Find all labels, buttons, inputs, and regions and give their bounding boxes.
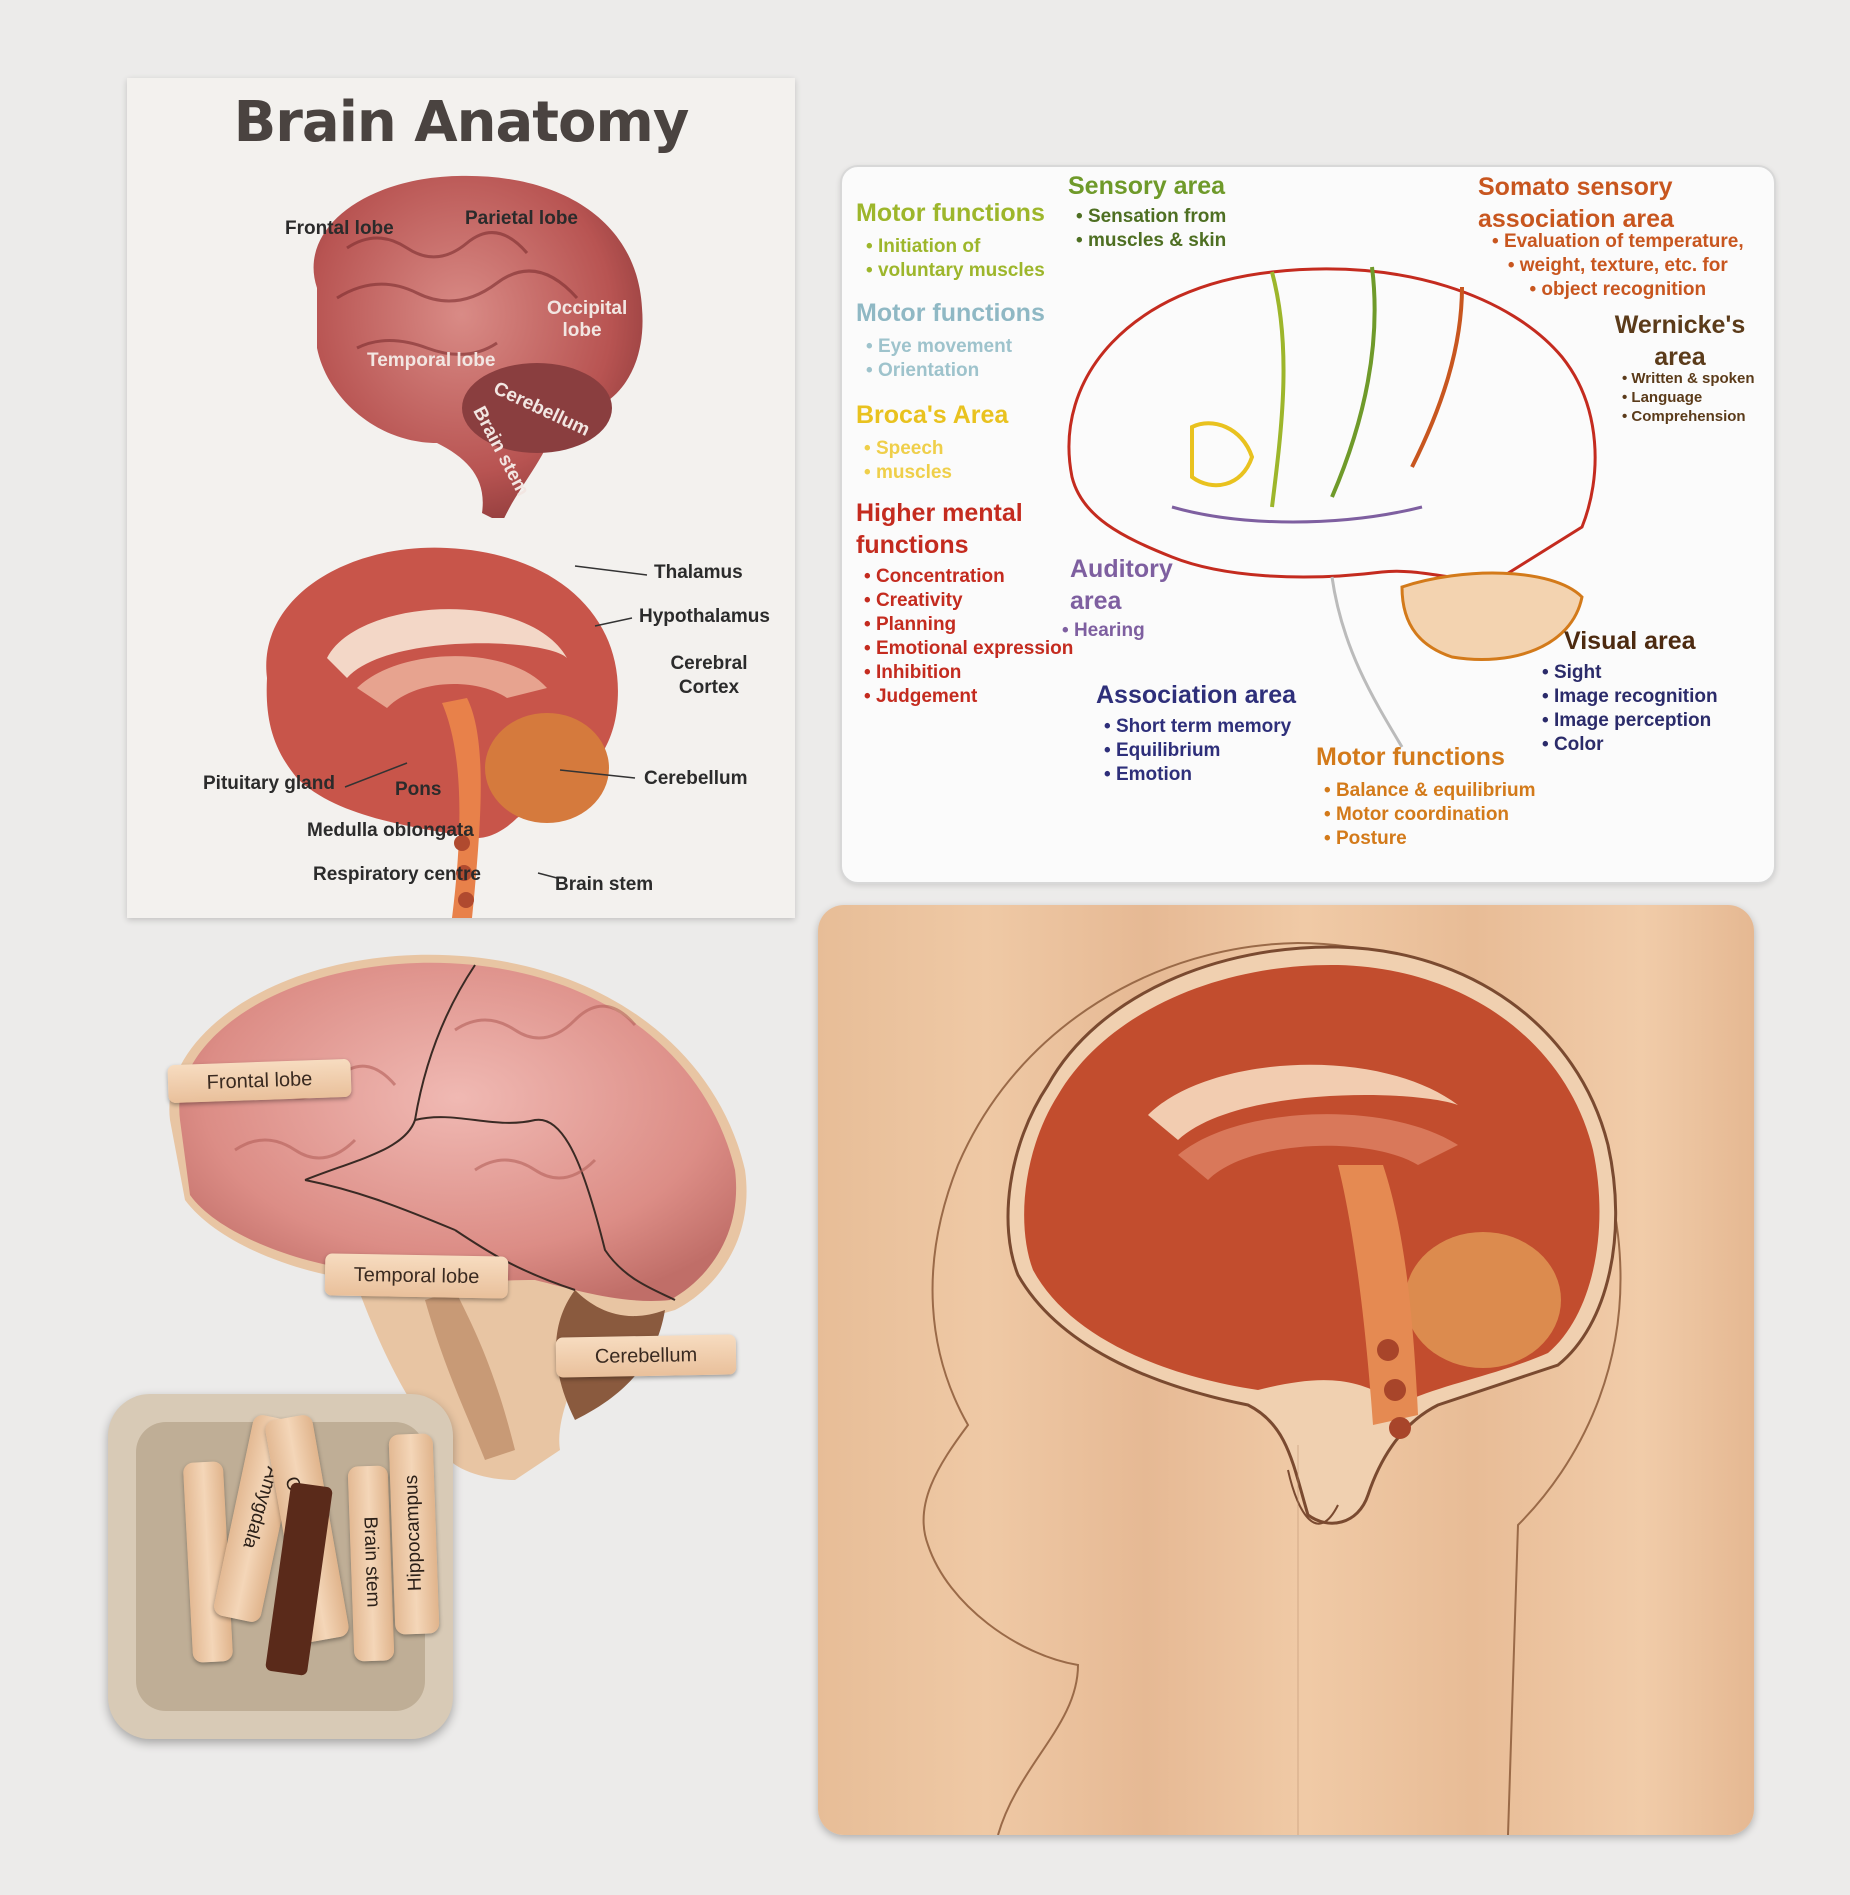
label-medulla-oblongata: Medulla oblongata — [307, 820, 474, 841]
visual-area-item: Image perception — [1542, 709, 1718, 733]
sensory-area-title: Sensory area — [1068, 172, 1226, 200]
higher-mental-functions-title: Higher mental functions — [856, 499, 1023, 559]
higher-mental-item: Emotional expression — [864, 637, 1073, 661]
motor-functions-2-title: Motor functions — [856, 299, 1045, 327]
sensory-area-list: Sensation from muscles & skin — [1076, 205, 1226, 253]
hippocampus-label: Hippocampus — [400, 1474, 426, 1592]
motor-functions-1-item: voluntary muscles — [866, 259, 1045, 283]
poster-leader-lines — [344, 565, 648, 879]
label-brain-stem-section: Brain stem — [555, 874, 654, 895]
somato-sensory-item: Evaluation of temperature, — [1492, 230, 1744, 254]
head-profile-and-brain-puzzle[interactable] — [818, 905, 1754, 1835]
label-frontal-lobe: Frontal lobe — [285, 218, 394, 239]
temporal-lobe-tag[interactable]: Temporal lobe — [324, 1253, 509, 1299]
somato-sensory-list: Evaluation of temperature, weight, textu… — [1492, 230, 1744, 302]
label-hypothalamus: Hypothalamus — [639, 606, 770, 627]
association-area-title: Association area — [1096, 681, 1297, 709]
wernickes-area-item: Written & spoken — [1622, 369, 1754, 388]
higher-mental-item: Judgement — [864, 685, 1073, 709]
wernickes-area-title: Wernicke's area — [1614, 311, 1746, 371]
association-area-item: Short term memory — [1104, 715, 1291, 739]
auditory-area-item: Hearing — [1062, 619, 1145, 643]
hippocampus-stick[interactable]: Hippocampus — [388, 1433, 440, 1635]
motor-functions-3-title: Motor functions — [1316, 743, 1505, 771]
brain-stem-label: Brain stem — [359, 1516, 384, 1608]
somato-sensory-item: object recognition — [1492, 278, 1744, 302]
wooden-head-puzzle-board — [818, 905, 1754, 1835]
motor-functions-3-item: Motor coordination — [1324, 803, 1535, 827]
association-area-list: Short term memory Equilibrium Emotion — [1104, 715, 1291, 787]
brocas-area-item: Speech — [864, 437, 952, 461]
label-cerebral-cortex: Cerebral Cortex — [670, 653, 748, 698]
brocas-area-title: Broca's Area — [856, 401, 1009, 429]
motor-functions-3-item: Posture — [1324, 827, 1535, 851]
label-parietal-lobe: Parietal lobe — [465, 208, 578, 229]
higher-mental-item: Creativity — [864, 589, 1073, 613]
wernickes-area-item: Language — [1622, 388, 1755, 407]
label-cerebellum-section: Cerebellum — [644, 768, 748, 789]
label-bowl: Amygdala Cerebrum Brain stem Hippocampus — [108, 1394, 453, 1739]
sensory-area-item: muscles & skin — [1076, 229, 1226, 253]
brain-functions-card: Motor functions Initiation of voluntary … — [840, 165, 1776, 884]
label-respiratory-centre: Respiratory centre — [313, 864, 481, 885]
higher-mental-item: Concentration — [864, 565, 1073, 589]
motor-functions-1-item-text: voluntary muscles — [877, 260, 1045, 281]
visual-area-item: Image recognition — [1542, 685, 1718, 709]
frontal-lobe-tag[interactable]: Frontal lobe — [167, 1058, 352, 1104]
brain-stem-stick[interactable]: Brain stem — [347, 1465, 395, 1662]
wernickes-area-list: Written & spoken Language Comprehension — [1622, 369, 1755, 426]
label-thalamus: Thalamus — [654, 562, 743, 583]
label-pons: Pons — [395, 779, 442, 800]
sensory-area-item: Sensation from — [1076, 205, 1226, 229]
visual-area-list: Sight Image recognition Image perception… — [1542, 661, 1718, 757]
sensory-area-item-text: muscles & skin — [1087, 230, 1227, 251]
visual-area-title: Visual area — [1564, 627, 1696, 655]
brain-anatomy-poster: Brain Anatomy Frontal lobe Parietal lobe… — [127, 78, 795, 918]
visual-area-item: Sight — [1542, 661, 1718, 685]
auditory-area-list: Hearing — [1062, 619, 1145, 643]
motor-functions-3-list: Balance & equilibrium Motor coordination… — [1324, 779, 1536, 851]
brocas-area-list: Speech muscles — [864, 437, 952, 485]
motor-functions-2-item: Eye movement — [866, 335, 1012, 359]
brocas-area-item-text: muscles — [875, 462, 952, 483]
auditory-area-title: Auditory area — [1070, 555, 1173, 615]
poster-title: Brain Anatomy — [233, 90, 690, 155]
lateral-brain-illustration — [313, 175, 643, 518]
higher-mental-item: Planning — [864, 613, 1073, 637]
motor-functions-1-item: Initiation of — [866, 235, 1045, 259]
somato-sensory-title: Somato sensory association area — [1478, 173, 1674, 233]
label-temporal-lobe: Temporal lobe — [367, 350, 496, 371]
somato-sensory-item: weight, texture, etc. for — [1492, 254, 1744, 278]
association-area-item: Emotion — [1104, 763, 1291, 787]
higher-mental-functions-list: Concentration Creativity Planning Emotio… — [864, 565, 1073, 709]
sagittal-brain-illustration — [266, 547, 618, 918]
association-area-item: Equilibrium — [1104, 739, 1291, 763]
visual-area-item: Color — [1542, 733, 1718, 757]
higher-mental-item: Inhibition — [864, 661, 1073, 685]
motor-functions-1-list: Initiation of voluntary muscles — [866, 235, 1045, 283]
label-pituitary-gland: Pituitary gland — [203, 773, 335, 794]
motor-functions-2-list: Eye movement Orientation — [866, 335, 1012, 383]
cerebellum-tag[interactable]: Cerebellum — [555, 1334, 737, 1378]
motor-functions-3-item: Balance & equilibrium — [1324, 779, 1536, 803]
motor-functions-2-item: Orientation — [866, 359, 1012, 383]
functional-areas-brain-outline — [1067, 266, 1597, 748]
motor-functions-1-title: Motor functions — [856, 199, 1045, 227]
label-occipital-lobe: Occipital lobe — [547, 298, 628, 341]
wernickes-area-item: Comprehension — [1622, 407, 1755, 426]
brocas-area-item: muscles — [864, 461, 952, 485]
